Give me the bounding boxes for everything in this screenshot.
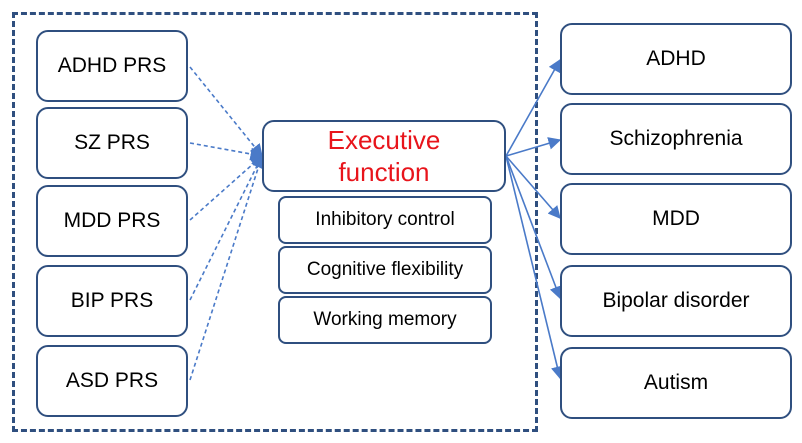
- arrow-bip-prs-to-ef: [189, 154, 263, 301]
- schizophrenia-outcome-box: Schizophrenia: [560, 103, 792, 175]
- arrow-adhd-prs-to-ef: [189, 66, 263, 157]
- sz-prs-box: SZ PRS: [36, 107, 188, 179]
- arrow-asd-prs-to-ef: [189, 154, 265, 381]
- prs-grouping-box: [12, 12, 538, 432]
- autism-outcome-box: Autism: [560, 347, 792, 419]
- bipolar-disorder-outcome-box: Bipolar disorder: [560, 265, 792, 337]
- mdd-prs-box: MDD PRS: [36, 185, 188, 257]
- inhibitory-control-box: Inhibitory control: [278, 196, 492, 244]
- adhd-outcome-box: ADHD: [560, 23, 792, 95]
- working-memory-box: Working memory: [278, 296, 492, 344]
- bip-prs-box: BIP PRS: [36, 265, 188, 337]
- arrow-sz-prs-to-ef: [189, 142, 264, 161]
- arrow-mdd-prs-to-ef: [189, 155, 263, 221]
- executive-function-box: Executive function: [262, 120, 506, 192]
- mdd-outcome-box: MDD: [560, 183, 792, 255]
- arrow-ef-to-schizophrenia: [505, 137, 562, 157]
- cognitive-flexibility-box: Cognitive flexibility: [278, 246, 492, 294]
- arrow-ef-to-mdd: [505, 155, 561, 219]
- arrow-ef-to-autism: [505, 155, 564, 380]
- arrow-ef-to-bipolar: [505, 155, 562, 300]
- arrow-ef-to-adhd: [505, 58, 561, 157]
- asd-prs-box: ASD PRS: [36, 345, 188, 417]
- adhd-prs-box: ADHD PRS: [36, 30, 188, 102]
